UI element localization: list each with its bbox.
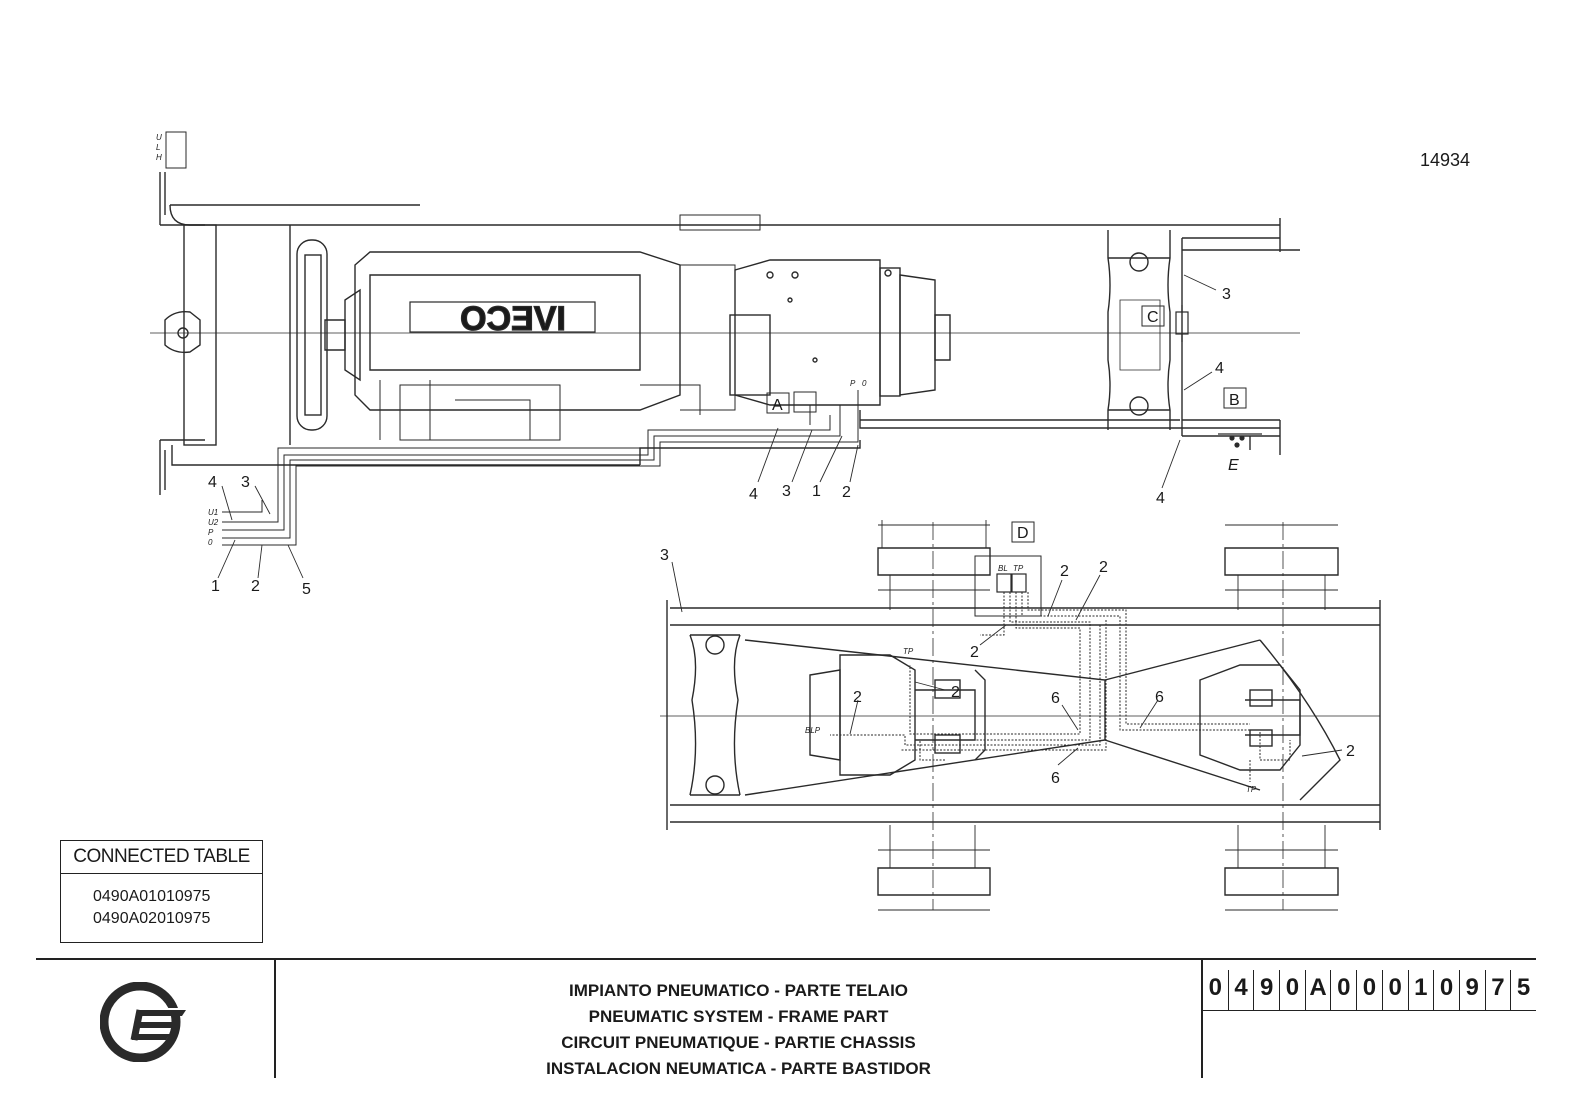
callout-right-4a: 4 [1215, 360, 1224, 377]
valve-bl-tp [996, 573, 1027, 593]
lower-frame [666, 600, 1381, 830]
callout-right-4b: 4 [1156, 490, 1165, 507]
code-char: 0 [1203, 970, 1229, 1010]
port-label-tp-right: TP [1246, 785, 1257, 794]
callout-lower-2f: 2 [1346, 743, 1355, 760]
connected-table-row[interactable]: 0490A01010975 [93, 888, 211, 905]
code-char: 0 [1434, 970, 1460, 1010]
port-label-blp: BLP [805, 726, 821, 735]
company-logo-icon [100, 982, 186, 1062]
front-crossmember [159, 172, 217, 495]
drawing-code: 0 4 9 0 A 0 0 0 1 0 9 7 5 [1203, 970, 1536, 1011]
callout-mid-1: 1 [812, 483, 821, 500]
upper-frame [169, 204, 1300, 466]
upper-leaders [217, 274, 1217, 579]
port-label-p: P [208, 528, 214, 537]
callout-lower-6c: 6 [1155, 689, 1164, 706]
title-italian: IMPIANTO PNEUMATICO - PARTE TELAIO [568, 981, 909, 1000]
valve-label-tp: TP [1013, 564, 1024, 573]
lower-pipes [830, 592, 1291, 782]
code-char: 9 [1254, 970, 1281, 1010]
port-label-u1: U1 [208, 508, 218, 517]
connected-table-rows: 0490A01010975 0490A02010975 [61, 874, 262, 930]
port-label-0: 0 [208, 538, 213, 547]
port-label-tp-left: TP [903, 647, 914, 656]
callout-left-2: 2 [251, 578, 260, 595]
callout-mid-3: 3 [782, 483, 791, 500]
wheel-axle2-bottom [1224, 825, 1339, 911]
differential-axle1 [809, 654, 986, 776]
title-block-titles: IMPIANTO PNEUMATICO - PARTE TELAIO PNEUM… [276, 978, 1201, 1082]
callout-left-1: 1 [211, 578, 220, 595]
port-strip-top [165, 131, 187, 169]
valve-label-bl: BL [998, 564, 1008, 573]
title-french: CIRCUIT PNEUMATIQUE - PARTIE CHASSIS [561, 1033, 916, 1052]
callout-lower-2c: 2 [970, 644, 979, 661]
detail-letter-a: A [772, 397, 783, 414]
detail-box-c [1141, 305, 1165, 327]
detail-letter-c: C [1147, 309, 1159, 326]
code-char: 9 [1460, 970, 1486, 1010]
code-char: 4 [1229, 970, 1255, 1010]
code-char: A [1306, 970, 1332, 1010]
port-label-u2: U2 [208, 518, 219, 527]
port-label-u: U [156, 133, 162, 142]
callout-mid-2: 2 [842, 484, 851, 501]
lower-leaders [671, 561, 1343, 766]
transmission [729, 259, 951, 406]
valve-d-housing [974, 555, 1042, 617]
title-english: PNEUMATIC SYSTEM - FRAME PART [588, 1007, 889, 1026]
port-e [1218, 433, 1262, 448]
differential-axle2 [1199, 664, 1301, 771]
detail-box-b [1223, 387, 1247, 409]
detail-letter-b: B [1229, 392, 1240, 409]
detail-letter-d: D [1017, 525, 1029, 542]
callout-lower-3: 3 [660, 547, 669, 564]
code-char: 0 [1383, 970, 1409, 1010]
code-char: 7 [1486, 970, 1512, 1010]
callout-right-3: 3 [1222, 286, 1231, 303]
brand-lettering: IVECO [460, 300, 566, 338]
detail-box-a [766, 392, 790, 414]
code-char: 5 [1516, 974, 1531, 1001]
title-block-divider [274, 960, 276, 1078]
valve-block-a-ports [793, 391, 817, 413]
detail-letter-e: E [1228, 457, 1239, 474]
title-spanish: INSTALACION NEUMATICA - PARTE BASTIDOR [546, 1059, 931, 1078]
drawing-reference-number: 14934 [1420, 150, 1471, 170]
connected-table-row[interactable]: 0490A02010975 [93, 910, 211, 927]
rear-crossmember [1107, 230, 1171, 430]
code-char: 0 [1331, 970, 1358, 1010]
code-char: 0 [1280, 970, 1306, 1010]
callout-lower-2d: 2 [951, 684, 960, 701]
callout-lower-2b: 2 [1099, 559, 1108, 576]
callout-lower-2e: 2 [853, 689, 862, 706]
callout-mid-4: 4 [749, 486, 758, 503]
detail-box-d [1011, 521, 1035, 543]
valve-port-p: P [850, 379, 856, 388]
callout-left-3: 3 [241, 474, 250, 491]
callout-lower-6a: 6 [1051, 690, 1060, 707]
callout-left-5: 5 [302, 581, 311, 598]
callout-lower-6b: 6 [1051, 770, 1060, 787]
valve-c [1175, 305, 1189, 342]
connected-table: CONNECTED TABLE 0490A01010975 0490A02010… [60, 840, 263, 943]
port-label-l: L [156, 143, 160, 152]
valve-port-0: 0 [862, 379, 867, 388]
port-label-h: H [156, 153, 162, 162]
code-char: 1 [1409, 970, 1435, 1010]
wheel-axle1-top [877, 520, 991, 610]
callout-left-4: 4 [208, 474, 217, 491]
title-block-divider [1201, 960, 1203, 1078]
wheel-axle2-top [1224, 524, 1339, 610]
code-char: 0 [1357, 970, 1383, 1010]
upper-pipes [222, 390, 859, 546]
title-block: IMPIANTO PNEUMATICO - PARTE TELAIO PNEUM… [36, 958, 1536, 1078]
wheel-axle1-bottom [877, 825, 991, 911]
connected-table-title: CONNECTED TABLE [61, 841, 262, 874]
callout-lower-2a: 2 [1060, 563, 1069, 580]
